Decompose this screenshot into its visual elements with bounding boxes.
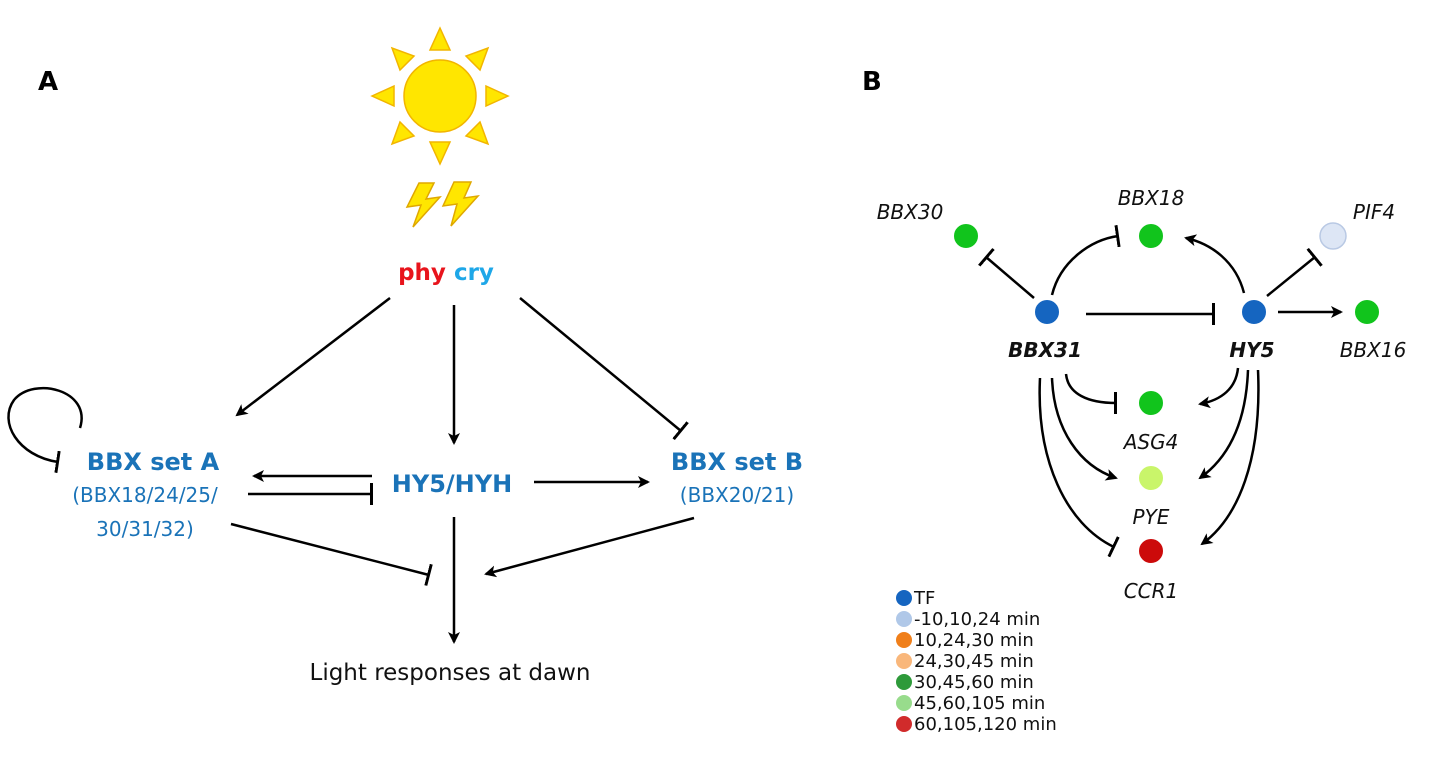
label-bbx16: BBX16 bbox=[1340, 338, 1407, 362]
bbx-set-a-members-line2: 30/31/32) bbox=[96, 517, 194, 541]
bbx-set-b-title: BBX set B bbox=[671, 448, 803, 476]
node-pif4 bbox=[1319, 222, 1347, 250]
outcome-label: Light responses at dawn bbox=[310, 660, 591, 686]
legend-label: TF bbox=[913, 588, 935, 609]
lightning-icon bbox=[405, 181, 480, 228]
legend-item: 60,105,120 min bbox=[896, 714, 1057, 735]
edge-bbx31-inhibit-bbx30 bbox=[978, 247, 1035, 299]
edge-set-a-self-inhibition bbox=[7, 386, 83, 474]
legend-item: TF bbox=[896, 588, 935, 609]
label-asg4: ASG4 bbox=[1122, 430, 1179, 454]
label-ccr1: CCR1 bbox=[1124, 579, 1179, 603]
bbx-set-a-title: BBX set A bbox=[87, 448, 220, 476]
legend-item: 45,60,105 min bbox=[896, 693, 1045, 714]
edge-hy5-to-asg4 bbox=[1198, 367, 1240, 409]
legend-swatch bbox=[896, 611, 912, 627]
node-ccr1 bbox=[1137, 537, 1165, 565]
legend-swatch bbox=[896, 716, 912, 732]
panel-b: B BBX30 BBX18 PIF4 BBX31 HY5 BBX16 ASG4 … bbox=[862, 67, 1406, 735]
legend-swatch bbox=[896, 590, 912, 606]
label-bbx30: BBX30 bbox=[877, 200, 944, 224]
node-bbx31 bbox=[1033, 298, 1061, 326]
legend: TF -10,10,24 min 10,24,30 min 24,30,45 m… bbox=[896, 588, 1057, 735]
legend-label: 45,60,105 min bbox=[914, 693, 1045, 714]
legend-item: -10,10,24 min bbox=[896, 609, 1040, 630]
photoreceptors-label: phy cry bbox=[398, 260, 494, 286]
legend-label: 24,30,45 min bbox=[914, 651, 1034, 672]
legend-label: 60,105,120 min bbox=[914, 714, 1057, 735]
edge-hy5-to-ccr1 bbox=[1200, 369, 1260, 546]
legend-item: 10,24,30 min bbox=[896, 630, 1034, 651]
panel-a-label: A bbox=[38, 67, 58, 97]
node-bbx18 bbox=[1137, 222, 1165, 250]
legend-label: -10,10,24 min bbox=[914, 609, 1040, 630]
label-hy5: HY5 bbox=[1229, 338, 1274, 362]
node-asg4 bbox=[1137, 389, 1165, 417]
legend-label: 10,24,30 min bbox=[914, 630, 1034, 651]
legend-item: 30,45,60 min bbox=[896, 672, 1034, 693]
sun-icon bbox=[370, 26, 510, 166]
hy5-hyh-label: HY5/HYH bbox=[392, 470, 512, 498]
node-bbx30 bbox=[952, 222, 980, 250]
edge-set-a-inhibit-outcome bbox=[230, 522, 433, 586]
label-pif4: PIF4 bbox=[1353, 200, 1395, 224]
panel-a: A phy cry bbox=[7, 26, 803, 686]
node-pye bbox=[1137, 464, 1165, 492]
label-bbx18: BBX18 bbox=[1118, 186, 1185, 210]
legend-label: 30,45,60 min bbox=[914, 672, 1034, 693]
panel-b-label: B bbox=[862, 67, 882, 97]
edge-hy5-to-pye bbox=[1198, 369, 1250, 480]
legend-item: 24,30,45 min bbox=[896, 651, 1034, 672]
edge-set-b-to-outcome bbox=[484, 516, 695, 578]
legend-swatch bbox=[896, 695, 912, 711]
edge-hy5-to-bbx18 bbox=[1184, 234, 1246, 294]
label-bbx31: BBX31 bbox=[1008, 338, 1082, 362]
edge-bbx31-inhibit-ccr1 bbox=[1038, 377, 1120, 558]
label-pye: PYE bbox=[1133, 505, 1170, 529]
bbx-set-a-members-line1: (BBX18/24/25/ bbox=[72, 483, 218, 507]
legend-swatch bbox=[896, 653, 912, 669]
edge-bbx31-inhibit-bbx18 bbox=[1050, 224, 1121, 296]
edge-photoreceptors-inhibit-set-b bbox=[519, 297, 689, 441]
phy-label: phy bbox=[398, 260, 446, 286]
node-hy5 bbox=[1240, 298, 1268, 326]
legend-swatch bbox=[896, 674, 912, 690]
legend-swatch bbox=[896, 632, 912, 648]
edge-photoreceptors-to-set-a bbox=[235, 297, 391, 417]
edge-bbx31-inhibit-asg4 bbox=[1064, 373, 1118, 415]
edge-bbx31-to-pye bbox=[1050, 377, 1118, 481]
edge-hy5-inhibit-pif4 bbox=[1266, 247, 1323, 297]
node-bbx16 bbox=[1353, 298, 1381, 326]
bbx-set-b-members: (BBX20/21) bbox=[680, 483, 794, 507]
cry-label: cry bbox=[454, 260, 494, 286]
